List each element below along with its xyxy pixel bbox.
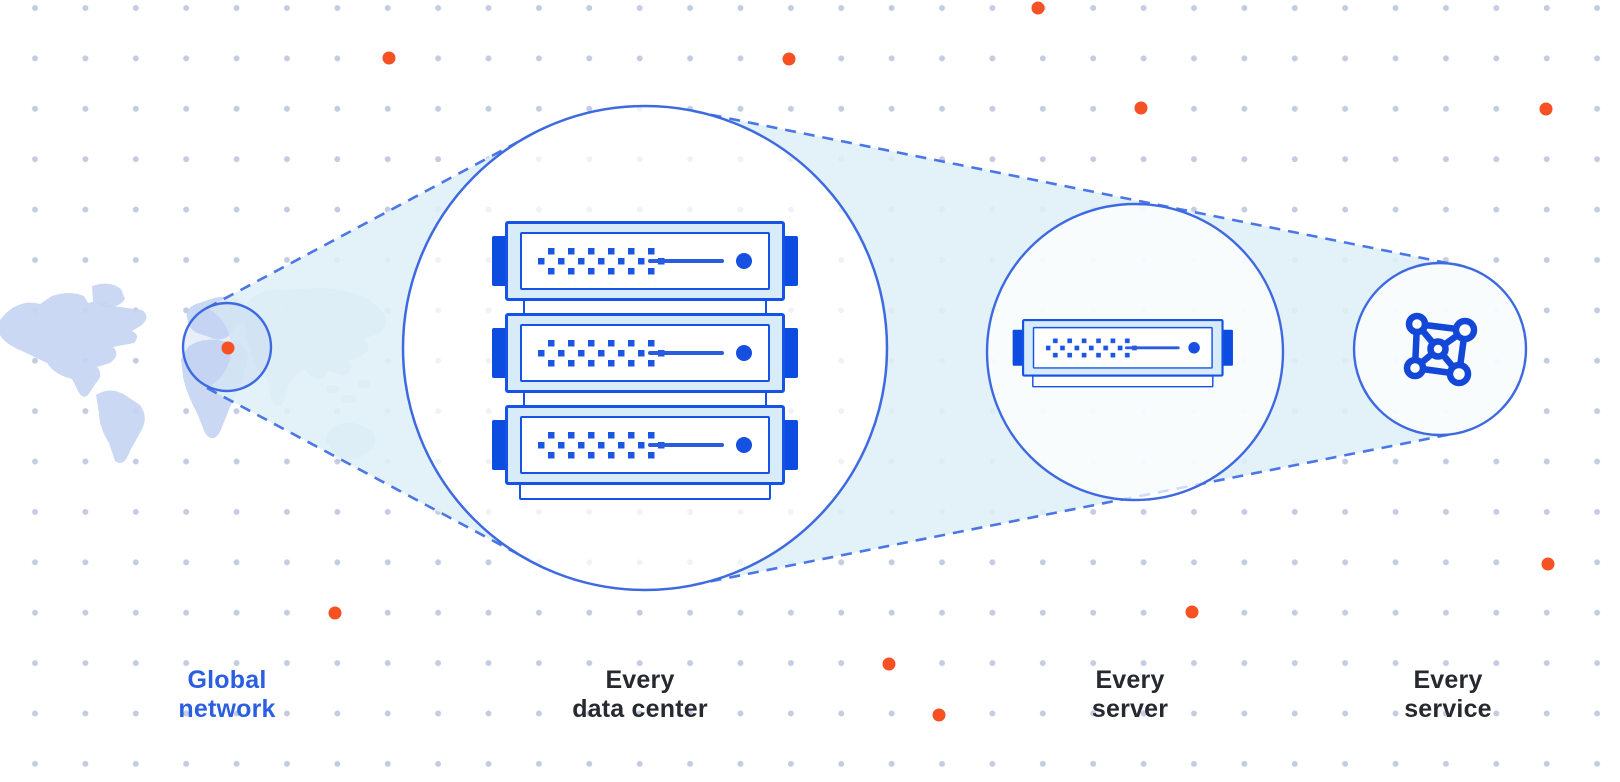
zoom-cone-left xyxy=(207,135,531,561)
global-network-circle xyxy=(181,301,273,393)
server-body xyxy=(1022,319,1224,377)
server-led-icon xyxy=(736,253,752,269)
network-graph-icon xyxy=(1403,312,1478,387)
server-faceplate xyxy=(1032,326,1213,369)
dashed-tangent-bottom-right xyxy=(691,431,1458,587)
label-every-service: Every service xyxy=(1404,666,1492,723)
continent-south-america xyxy=(96,390,145,464)
server-led-icon xyxy=(1188,342,1200,354)
server-slot-line xyxy=(648,443,724,447)
server-unit xyxy=(492,221,798,301)
label-every-data-center: Every data center xyxy=(572,666,708,723)
vent-dot-matrix-icon xyxy=(1045,338,1138,358)
rack-base xyxy=(519,483,771,500)
island-greenland xyxy=(92,283,125,308)
server-slot-line xyxy=(648,259,724,263)
dashed-tangent-top-left xyxy=(206,133,532,310)
dashed-tangent-top-right xyxy=(691,109,1458,267)
server-faceplate xyxy=(520,232,770,290)
server-slot-line xyxy=(1124,346,1180,350)
server-led-icon xyxy=(736,437,752,453)
server-body xyxy=(505,405,785,485)
vent-dot-matrix-icon xyxy=(538,247,666,275)
label-every-server: Every server xyxy=(1091,666,1169,723)
dashed-tangent-bottom-left xyxy=(206,386,532,563)
server-body xyxy=(505,221,785,301)
data-center-rack xyxy=(492,221,798,500)
single-server xyxy=(1012,319,1233,414)
server-unit xyxy=(1012,319,1233,377)
server-body xyxy=(505,313,785,393)
server-unit xyxy=(492,313,798,393)
continent-north-america xyxy=(0,293,147,397)
server-faceplate xyxy=(520,324,770,382)
server-slot-line xyxy=(648,351,724,355)
vent-dot-matrix-icon xyxy=(538,339,666,367)
server-unit xyxy=(492,405,798,485)
server-faceplate xyxy=(520,416,770,474)
server-led-icon xyxy=(736,345,752,361)
label-global-network: Global network xyxy=(178,666,276,723)
rack-base xyxy=(1032,375,1214,388)
vent-dot-matrix-icon xyxy=(538,431,666,459)
